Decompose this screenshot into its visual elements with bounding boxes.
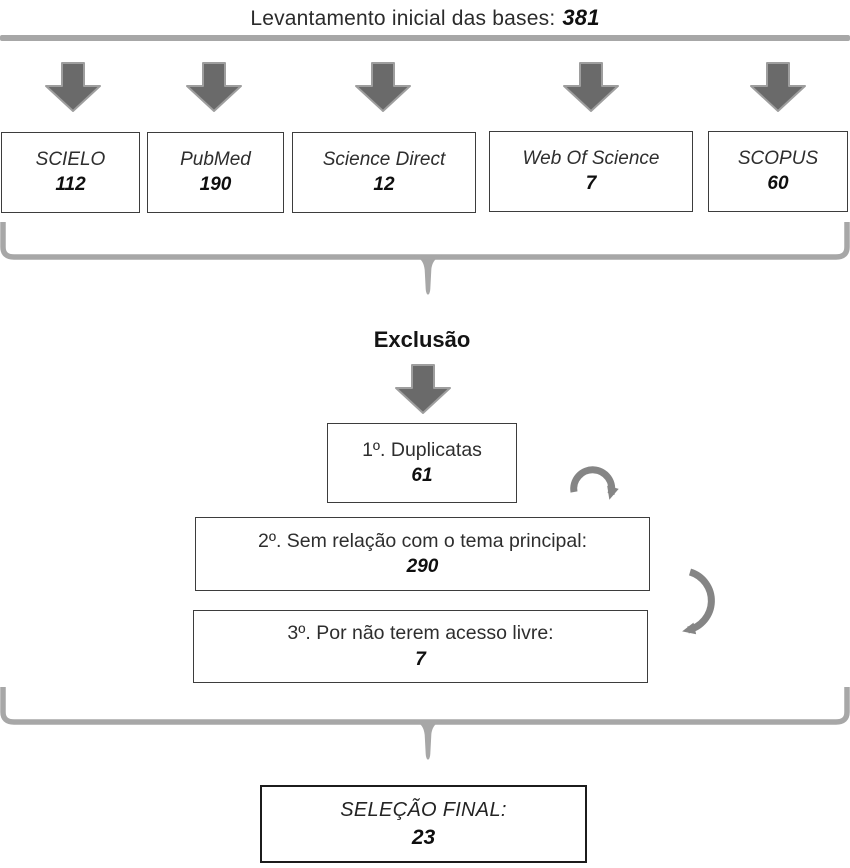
down-arrow-icon xyxy=(750,62,806,112)
down-arrow-icon xyxy=(186,62,242,112)
page-title: Levantamento inicial das bases: 381 xyxy=(0,5,850,31)
exclusion-count: 61 xyxy=(411,465,433,487)
exclusion-box-1: 1º. Duplicatas 61 xyxy=(327,423,517,503)
exclusion-box-2: 2º. Sem relação com o tema principal: 29… xyxy=(195,517,650,591)
divider-line xyxy=(0,35,850,41)
database-name: SCIELO xyxy=(35,149,106,171)
database-count: 12 xyxy=(373,173,395,195)
exclusion-count: 7 xyxy=(415,648,426,670)
database-box-science-direct: Science Direct 12 xyxy=(292,132,476,213)
down-arrow-icon xyxy=(395,364,451,414)
database-name: PubMed xyxy=(180,149,251,171)
exclusion-count: 290 xyxy=(406,556,439,578)
database-count: 7 xyxy=(585,172,597,194)
title-value: 381 xyxy=(562,5,600,30)
database-name: SCOPUS xyxy=(737,148,819,170)
database-name: Web Of Science xyxy=(522,148,660,170)
curved-arrow-icon xyxy=(570,466,619,500)
database-box-scielo: SCIELO 112 xyxy=(1,132,140,213)
exclusion-label: Exclusão xyxy=(373,327,471,352)
exclusion-text: 3º. Por não terem acesso livre: xyxy=(287,622,554,645)
exclusion-text: 1º. Duplicatas xyxy=(362,438,482,461)
curved-arrow-icon xyxy=(682,568,715,635)
final-selection-count: 23 xyxy=(411,825,436,849)
down-arrow-icon xyxy=(45,62,101,112)
database-box-web-of-science: Web Of Science 7 xyxy=(489,131,693,212)
down-arrow-icon xyxy=(355,62,411,112)
database-box-scopus: SCOPUS 60 xyxy=(708,131,848,212)
down-arrow-icon xyxy=(563,62,619,112)
exclusion-text: 2º. Sem relação com o tema principal: xyxy=(257,529,587,552)
brace-bottom xyxy=(0,687,850,760)
database-count: 112 xyxy=(55,173,86,195)
brace-top xyxy=(0,222,850,295)
database-count: 190 xyxy=(199,173,232,195)
exclusion-box-3: 3º. Por não terem acesso livre: 7 xyxy=(193,610,648,683)
database-box-pubmed: PubMed 190 xyxy=(147,132,284,213)
final-selection-box: SELEÇÃO FINAL: 23 xyxy=(260,785,587,863)
database-name: Science Direct xyxy=(322,149,446,171)
database-count: 60 xyxy=(767,172,789,194)
final-selection-label: SELEÇÃO FINAL: xyxy=(340,798,507,821)
title-text: Levantamento inicial das bases: xyxy=(250,7,556,30)
